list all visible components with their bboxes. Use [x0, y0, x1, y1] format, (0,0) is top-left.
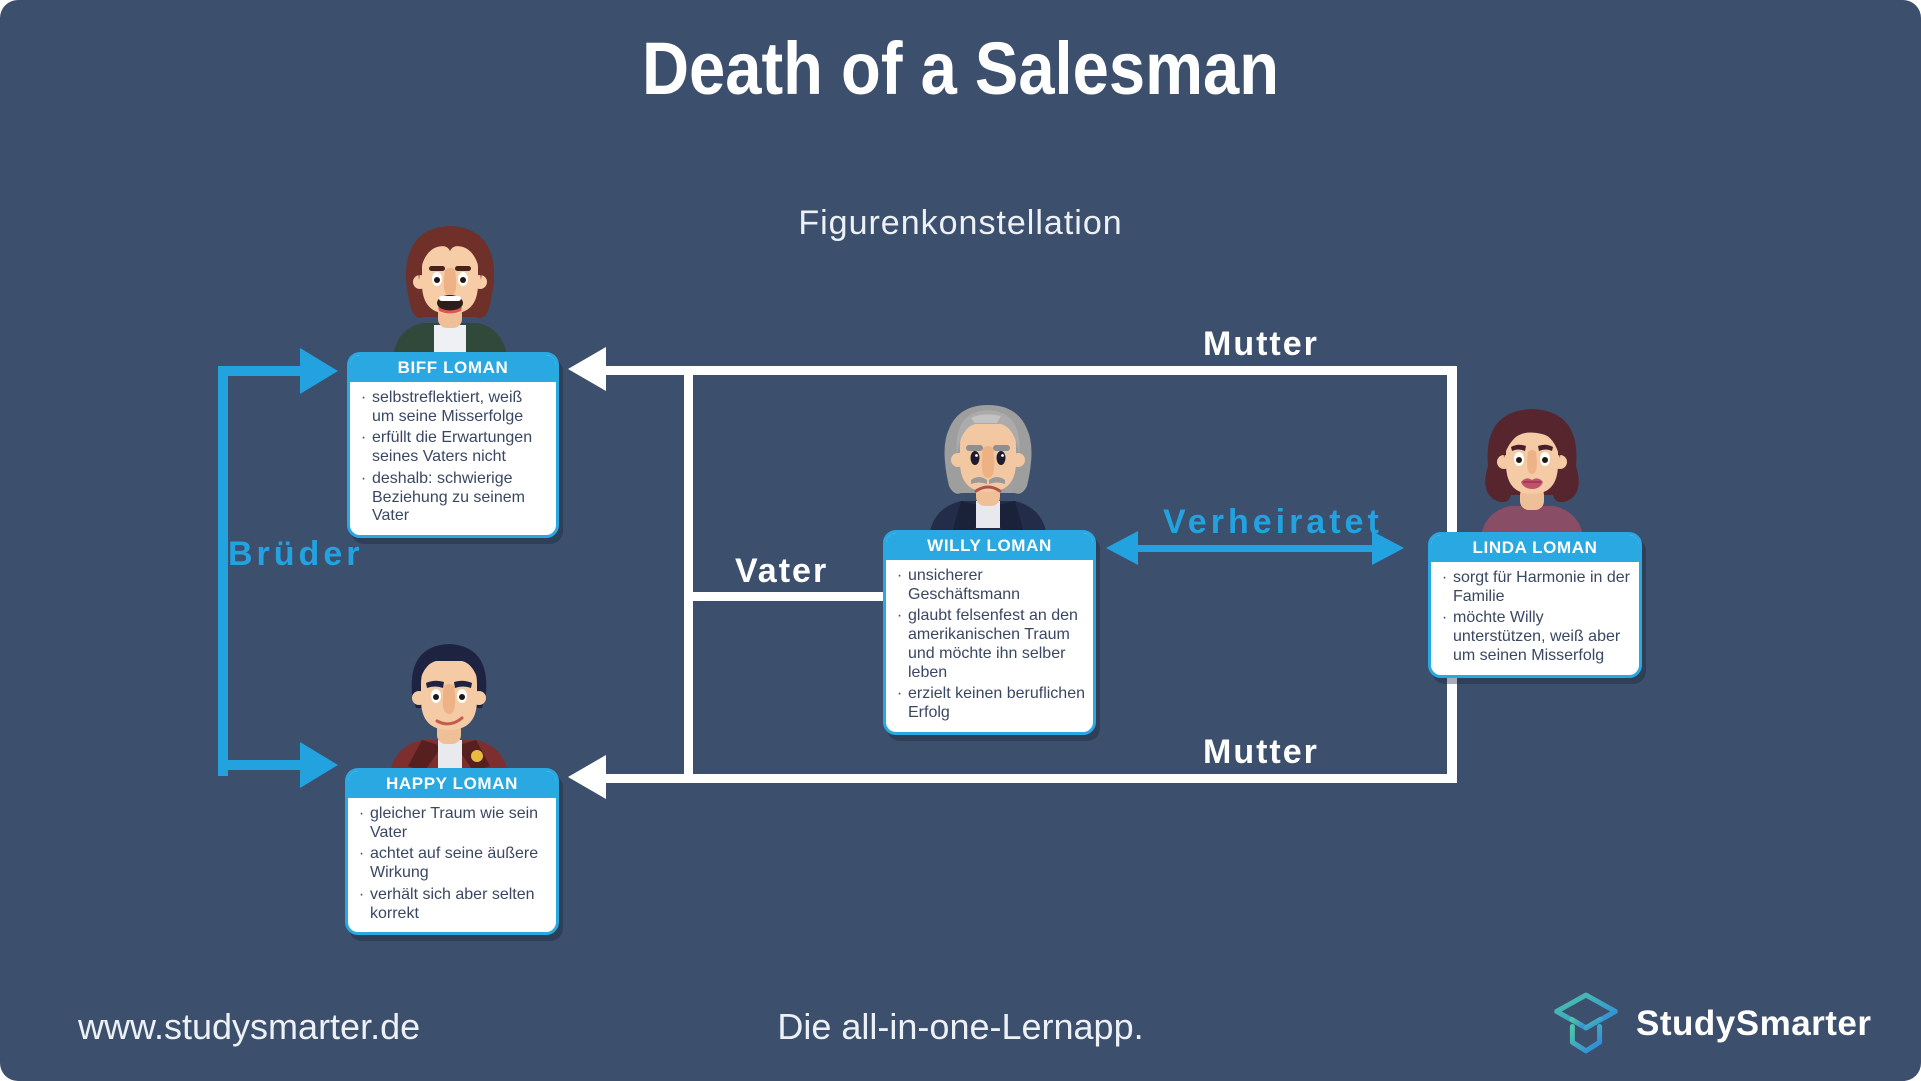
- bullet-icon: ·: [360, 469, 367, 487]
- linda-avatar: [1481, 409, 1583, 536]
- bullet-icon: ·: [360, 389, 367, 406]
- father-vertical-line: [684, 375, 693, 778]
- biff-card: BIFF LOMAN ·selbstreflektiert, weiß um s…: [347, 352, 559, 539]
- bullet-icon: ·: [360, 429, 367, 447]
- biff-trait: ·deshalb: schwierige Beziehung zu seinem…: [355, 470, 548, 526]
- studysmarter-logo: StudySmarter: [1550, 990, 1872, 1058]
- bullet-icon: ·: [1441, 609, 1448, 627]
- willy-trait: ·unsicherer Geschäftsmann: [891, 567, 1085, 604]
- married-line: [1132, 545, 1380, 552]
- willy-avatar: [929, 405, 1047, 536]
- happy-avatar: [390, 644, 508, 774]
- willy-card-title: WILLY LOMAN: [886, 533, 1093, 560]
- willy-trait: ·erzielt keinen beruflichen Erfolg: [891, 685, 1085, 722]
- bullet-icon: ·: [896, 685, 903, 703]
- linda-trait: ·möchte Willy unterstützen, weiß aber um…: [1436, 609, 1631, 665]
- linda-card-title: LINDA LOMAN: [1431, 535, 1639, 562]
- linda-bottom-vertical-line: [1447, 657, 1457, 783]
- married-arrow-left: [1106, 531, 1138, 565]
- page-subtitle: Figurenkonstellation: [798, 204, 1123, 242]
- linda-top-vertical-line: [1447, 366, 1457, 532]
- brothers-top-line: [218, 366, 300, 376]
- willy-trait: ·glaubt felsenfest an den amerikanischen…: [891, 607, 1085, 682]
- page-title: Death of a Salesman: [642, 27, 1279, 110]
- happy-trait: ·achtet auf seine äußere Wirkung: [353, 845, 548, 882]
- happy-trait: ·verhält sich aber selten korrekt: [353, 886, 548, 923]
- mother-bottom-label: Mutter: [1203, 733, 1319, 771]
- happy-card-title: HAPPY LOMAN: [348, 771, 556, 798]
- linda-card: LINDA LOMAN ·sorgt für Harmonie in der F…: [1428, 532, 1642, 678]
- bullet-icon: ·: [1441, 569, 1448, 586]
- brothers-vertical-line: [218, 366, 228, 776]
- bullet-icon: ·: [896, 567, 903, 584]
- married-arrow-right: [1372, 531, 1404, 565]
- mother-top-line: [600, 366, 1457, 375]
- willy-card: WILLY LOMAN ·unsicherer Geschäftsmann ·g…: [883, 530, 1096, 735]
- bullet-icon: ·: [358, 845, 365, 863]
- tagline: Die all-in-one-Lernapp.: [777, 1006, 1144, 1047]
- bullet-icon: ·: [358, 805, 365, 822]
- bullet-icon: ·: [358, 885, 365, 903]
- biff-trait: ·erfüllt die Erwartungen seines Vaters n…: [355, 429, 548, 466]
- married-label: Verheiratet: [1163, 503, 1383, 541]
- biff-avatar: [393, 226, 507, 356]
- biff-card-title: BIFF LOMAN: [350, 355, 556, 382]
- bullet-icon: ·: [896, 607, 903, 625]
- brand-name: StudySmarter: [1636, 1004, 1872, 1043]
- studysmarter-box-icon: [1554, 992, 1618, 1054]
- father-stub-line: [684, 592, 884, 601]
- happy-card: HAPPY LOMAN ·gleicher Traum wie sein Vat…: [345, 768, 559, 936]
- father-label: Vater: [735, 552, 829, 590]
- website-url: www.studysmarter.de: [78, 1006, 421, 1047]
- linda-trait: ·sorgt für Harmonie in der Familie: [1436, 569, 1631, 606]
- mother-top-label: Mutter: [1203, 325, 1319, 363]
- brothers-label: Brüder: [228, 535, 364, 573]
- happy-trait: ·gleicher Traum wie sein Vater: [353, 805, 548, 842]
- mother-bottom-line: [600, 774, 1457, 783]
- biff-trait: ·selbstreflektiert, weiß um seine Misser…: [355, 389, 548, 426]
- brothers-arrow-to-biff: [300, 348, 338, 394]
- brothers-arrow-to-happy: [300, 742, 338, 788]
- mother-arrow-to-happy: [568, 755, 606, 799]
- brothers-bottom-line: [218, 760, 300, 770]
- mother-arrow-to-biff: [568, 347, 606, 391]
